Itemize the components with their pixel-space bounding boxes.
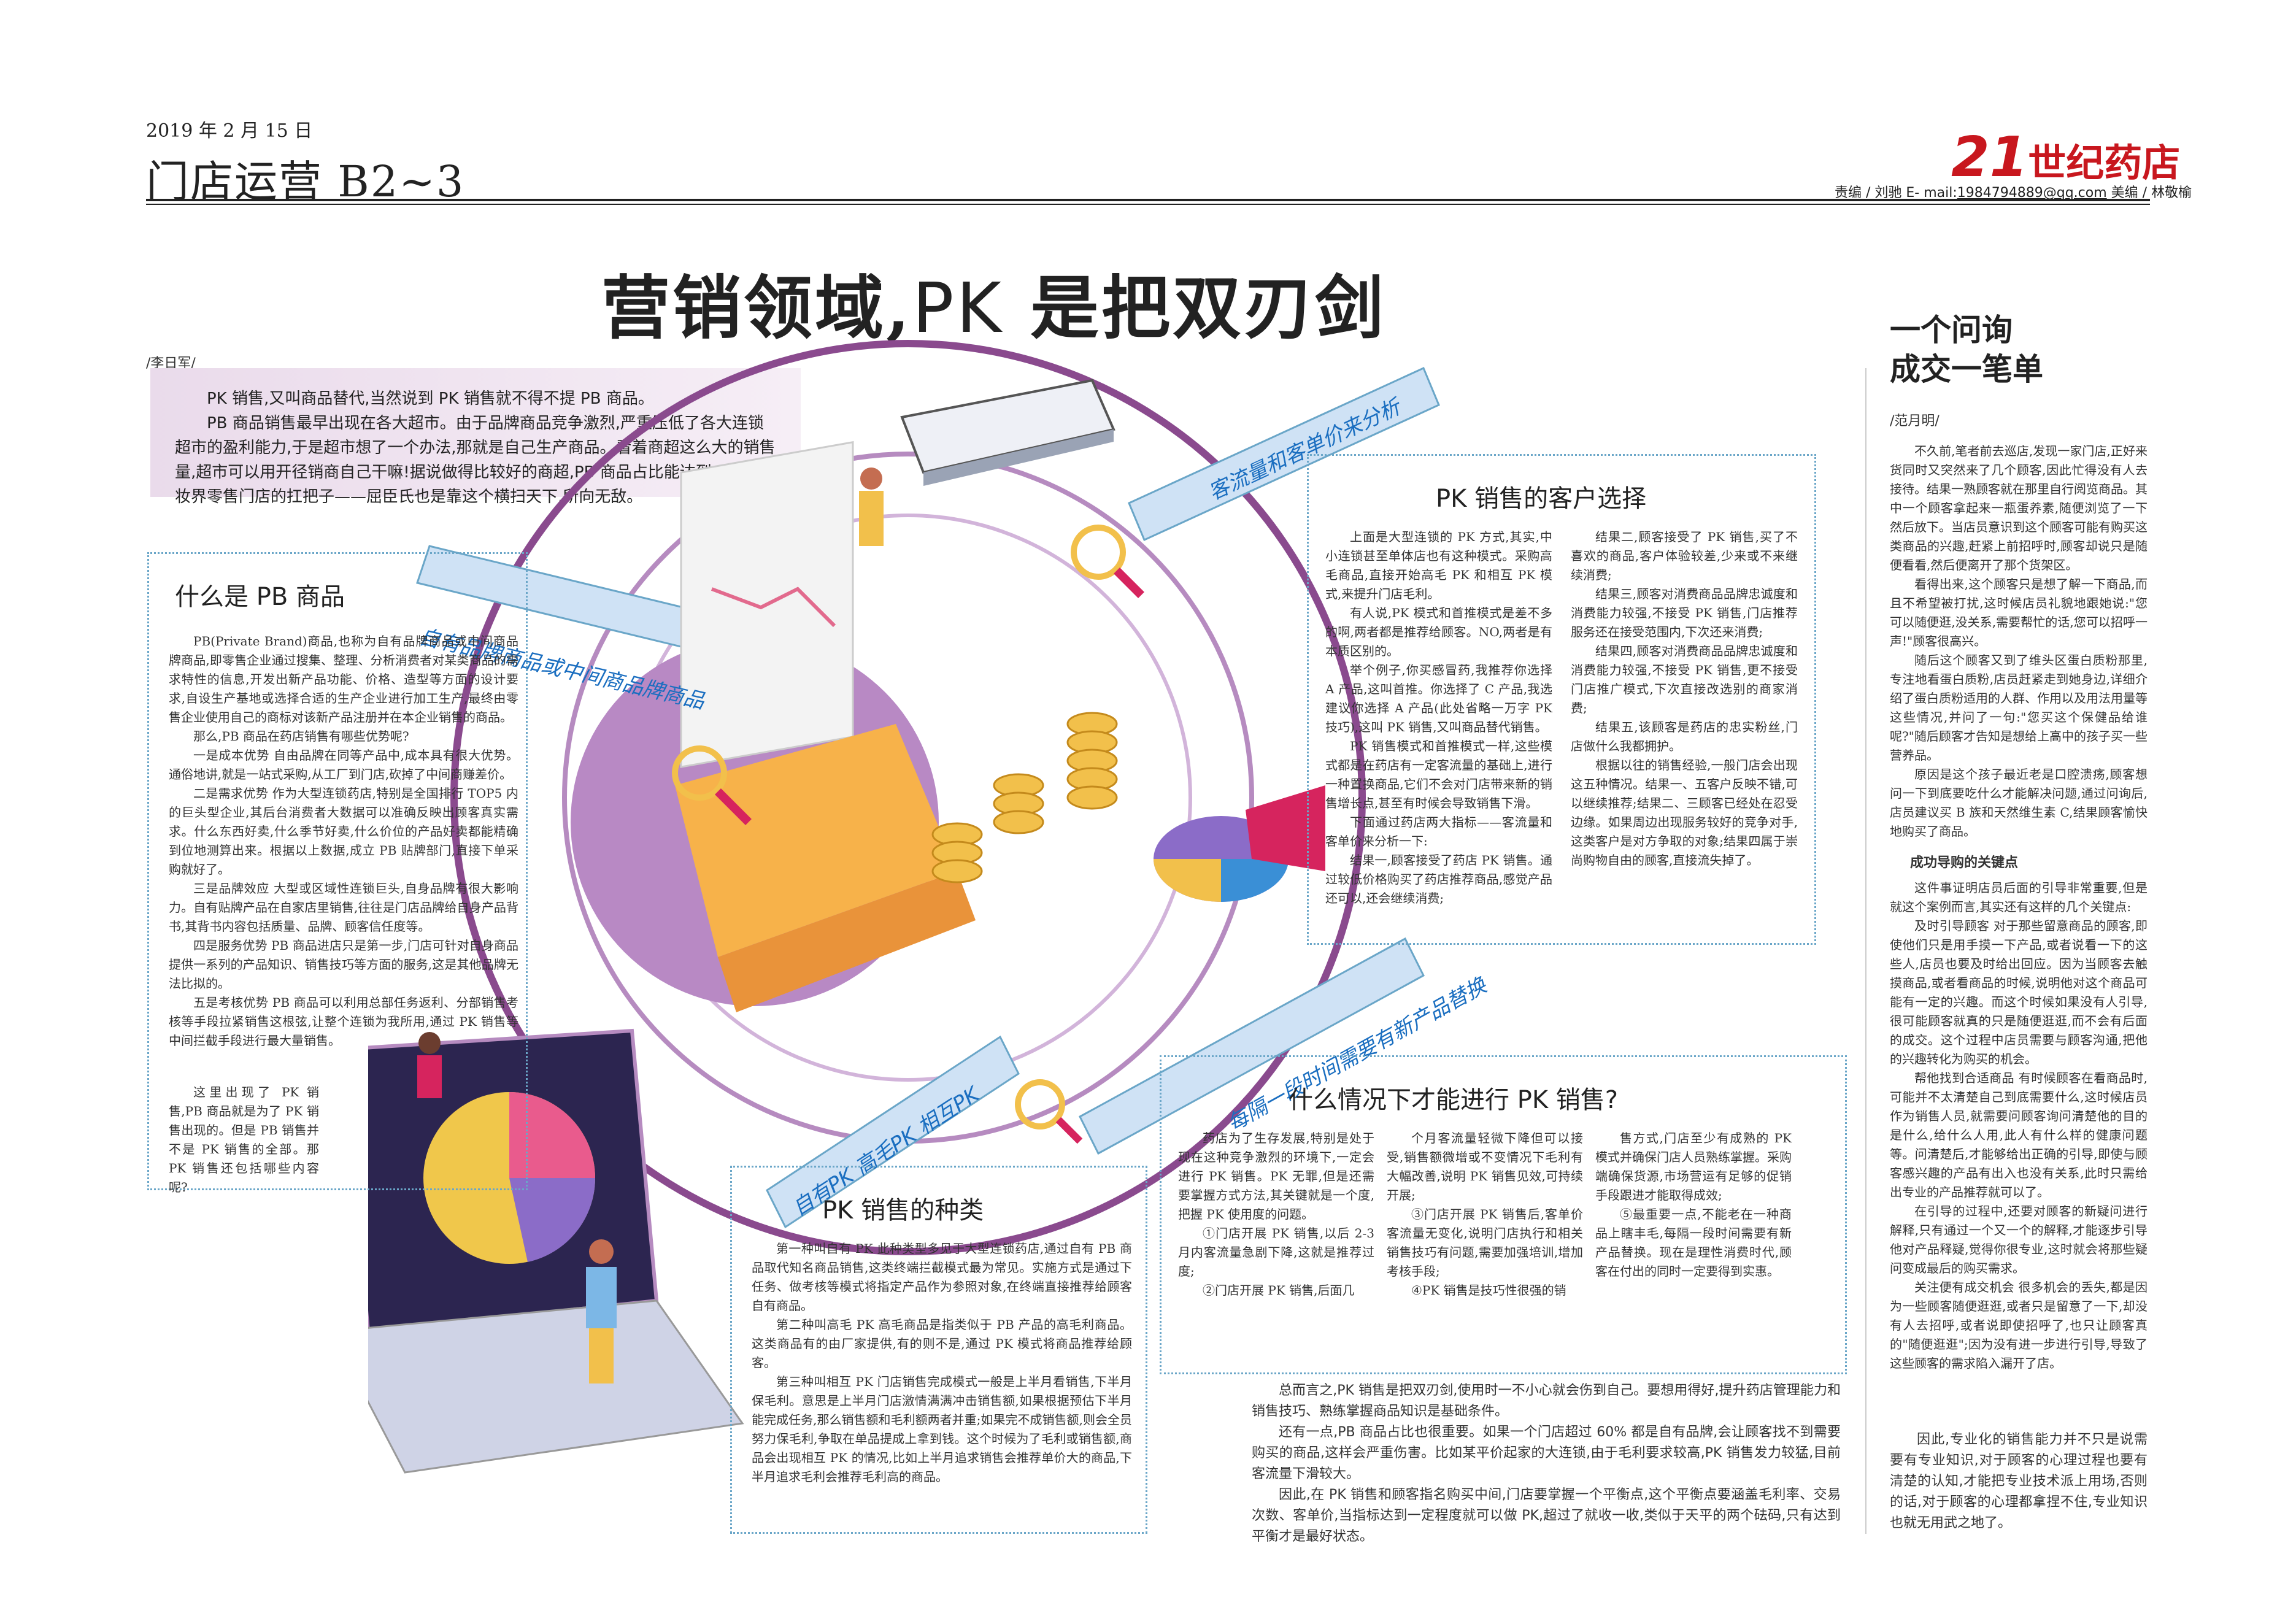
when-section-col3: 售方式,门店至少有成熟的 PK 模式并确保门店人员熟练掌握。采购端确保货源,市场…	[1595, 1131, 1792, 1279]
conclusion-text: 总而言之,PK 销售是把双刃剑,使用时一不小心就会伤到自己。要想用得好,提升药店…	[1252, 1383, 1841, 1544]
kinds-section-body: 第一种叫自有 PK 此种类型多见于大型连锁药店,通过自有 PB 商品取代知名商品…	[752, 1241, 1132, 1484]
folder-graphic	[675, 441, 976, 1012]
when-section-heading: 什么情况下才能进行 PK 销售?	[1289, 1086, 1619, 1114]
clients-section-col1: 上面是大型连锁的 PK 方式,其实,中小连锁甚至单体店也有这种模式。采购高毛商品…	[1325, 529, 1552, 906]
magnifier-icon	[672, 745, 752, 825]
coin-stacks	[931, 712, 1118, 883]
column-divider	[1865, 368, 1866, 1534]
side-article-body: 不久前,笔者前去巡店,发现一家门店,正好来货同时又突然来了几个顾客,因此忙得没有…	[1890, 444, 2148, 1371]
section-title: 门店运营 B2~3	[146, 156, 465, 207]
lead-paragraph: PK 销售,又叫商品替代,当然说到 PK 销售就不得不提 PB 商品。	[207, 390, 654, 408]
main-headline: 营销领域,PK 是把双刃剑	[601, 268, 1386, 348]
person-figure-laptop	[417, 1032, 442, 1098]
pie-graphic	[1154, 785, 1325, 902]
banner-3-shape	[1079, 937, 1425, 1155]
clients-section-box	[1307, 454, 1816, 945]
magnifier-icon	[1071, 525, 1144, 598]
newspaper-logo: 21世纪药店	[1951, 125, 2180, 190]
side-subheading: 成功导购的关键点	[1910, 855, 2019, 871]
when-section-col2: 个月客流量轻微下降但可以接受,销售额微增或不变情况下毛利有大幅改善,说明 PK …	[1387, 1131, 1583, 1298]
person-figure-top	[859, 468, 884, 546]
side-article-closing: 因此,专业化的销售能力并不只是说需要有专业知识,对于顾客的心理过程也要有清楚的认…	[1890, 1432, 2148, 1531]
editor-email-link[interactable]: 1984794889@qq.com	[1957, 185, 2107, 201]
laptop-graphic	[368, 1028, 744, 1474]
lead-paragraph: PB 商品销售最早出现在各大超市。由于品牌商品竞争激烈,严重压低了各大连锁超市的…	[175, 414, 776, 506]
side-article-byline: /范月明/	[1890, 414, 1940, 429]
header-rule-thin	[146, 204, 2150, 205]
clients-section-col2: 结果二,顾客接受了 PK 销售,买了不喜欢的商品,客户体验较差,少来或不来继续消…	[1571, 529, 1798, 868]
pb-section-heading: 什么是 PB 商品	[175, 583, 345, 611]
person-figure-bottom	[586, 1239, 617, 1383]
pb-section-body: PB(Private Brand)商品,也称为自有品牌商品或中间商品牌商品,即零…	[169, 634, 518, 1048]
keyboard-graphic	[900, 379, 1115, 486]
kinds-section-heading: PK 销售的种类	[822, 1196, 984, 1225]
issue-date: 2019 年 2 月 15 日	[146, 120, 313, 142]
side-article-title: 一个问询 成交一笔单	[1890, 312, 2043, 387]
pb-section-box	[147, 552, 528, 1190]
when-section-box	[1160, 1055, 1847, 1374]
editor-credits: 责编 / 刘驰 E- mail:1984794889@qq.com 美编 / 林…	[1835, 185, 2192, 201]
logo-text: 世纪药店	[2028, 140, 2181, 185]
kinds-section-box	[730, 1166, 1147, 1534]
logo-number: 21	[1951, 125, 2028, 190]
pk-illustration	[368, 340, 1440, 1474]
magnifier-icon	[1015, 1079, 1083, 1144]
banner-4-shape	[766, 1035, 1020, 1229]
clients-section-heading: PK 销售的客户选择	[1436, 485, 1647, 513]
banner-2-shape	[1128, 366, 1440, 542]
when-section-col1: 药店为了生存发展,特别是处于现在这种竞争激烈的环境下,一定会进行 PK 销售。P…	[1178, 1131, 1374, 1298]
header-rule	[146, 199, 2150, 201]
pb-section-closing: 这里出现了 PK 销售,PB 商品就是为了 PK 销售出现的。但是 PB 销售并…	[169, 1085, 319, 1195]
outer-arc	[450, 340, 1366, 1255]
